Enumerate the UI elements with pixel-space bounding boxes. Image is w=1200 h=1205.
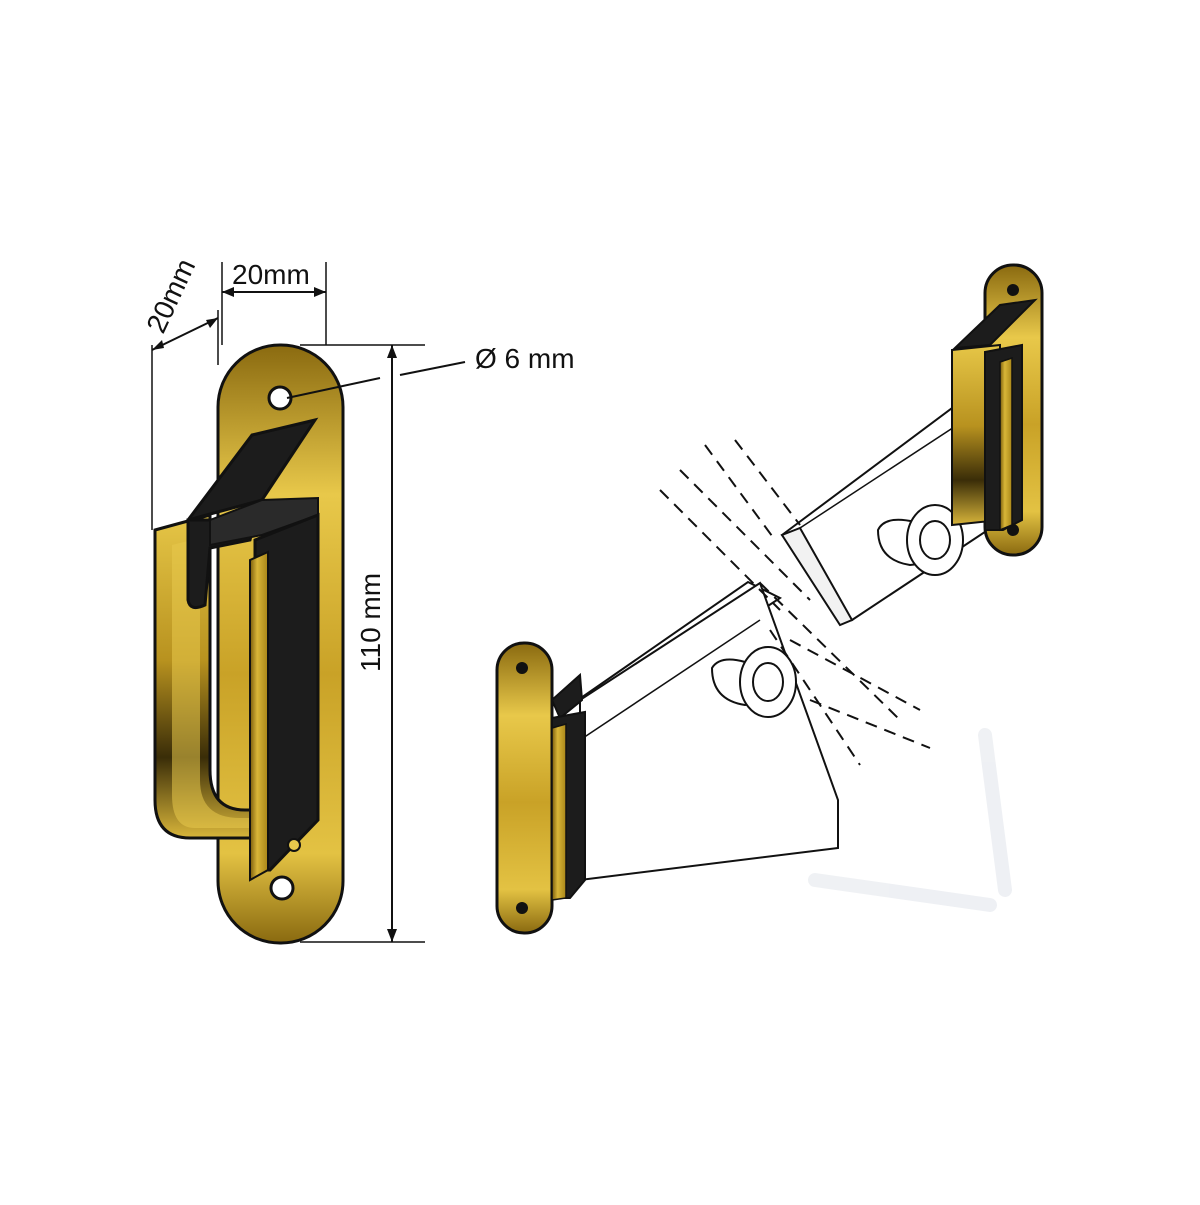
lower-bracket xyxy=(495,641,586,935)
wooden-rail-icon xyxy=(576,580,931,882)
height-label: 110 mm xyxy=(355,573,386,672)
bottom-screw-hole xyxy=(269,875,295,901)
lower-bracket-plate xyxy=(495,641,554,935)
upper-rail xyxy=(659,368,1004,627)
hole-dimension: Ø 6 mm xyxy=(286,343,575,399)
tray-channel xyxy=(172,538,255,828)
pivot-pin-icon xyxy=(710,504,964,718)
height-dimension: 110 mm xyxy=(300,344,425,943)
width-dimension: 20mm xyxy=(221,259,327,345)
depth-label: 20mm xyxy=(140,254,201,338)
lower-rail-face xyxy=(579,581,839,882)
rubber-clip-hook xyxy=(186,518,257,610)
hole-label: Ø 6 mm xyxy=(475,343,575,374)
upper-rail-end xyxy=(780,526,854,627)
depth-dimension: 20mm xyxy=(140,254,219,530)
rubber-clip-lip xyxy=(184,417,319,523)
width-label: 20mm xyxy=(232,259,310,290)
insert-hole xyxy=(287,838,301,852)
insert-edge xyxy=(249,550,269,882)
brass-bracket-icon xyxy=(153,343,345,945)
upper-bracket xyxy=(951,263,1044,557)
faint-strokes xyxy=(808,728,1012,912)
installed-bracket-icon xyxy=(495,263,1044,935)
